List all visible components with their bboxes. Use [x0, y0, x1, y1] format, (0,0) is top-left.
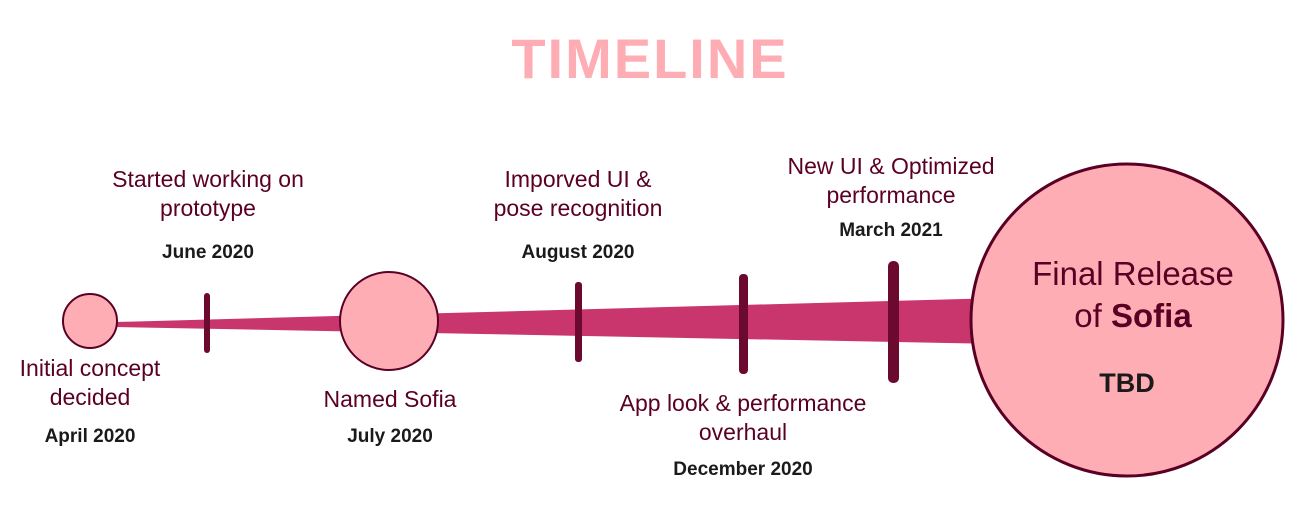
- event-label-line1: Named Sofia: [323, 386, 457, 412]
- tick-august-2020: [575, 282, 582, 362]
- event-date-december-2020: December 2020: [673, 459, 813, 480]
- event-date-april-2020: April 2020: [44, 426, 136, 447]
- tick-march-2021: [888, 261, 899, 383]
- event-label-line1: App look & performance: [619, 390, 867, 416]
- event-label-line2: overhaul: [698, 419, 788, 445]
- tick-june-2020: [204, 293, 210, 353]
- event-label-line1: New UI & Optimized: [787, 153, 995, 179]
- milestone-circle-start: [62, 293, 118, 349]
- event-label-line2: performance: [826, 182, 956, 208]
- event-label-prototype: Started working on prototype: [88, 165, 328, 223]
- timeline-band: [116, 298, 1000, 344]
- milestone-circle-named-sofia: [339, 271, 439, 371]
- event-date-july-2020: July 2020: [347, 426, 433, 447]
- event-label-line2: prototype: [160, 195, 256, 221]
- event-date-august-2020: August 2020: [521, 242, 635, 263]
- event-label-initial-concept: Initial concept decided: [0, 354, 190, 412]
- final-release-line1: Final Release: [1032, 255, 1234, 292]
- event-date-march-2021: March 2021: [839, 220, 943, 241]
- final-release-date: TBD: [1099, 368, 1155, 398]
- event-label-improved-ui: Imporved UI & pose recognition: [458, 165, 698, 223]
- final-release-circle: [969, 162, 1285, 478]
- final-release-line2: of Sofia: [1000, 295, 1266, 337]
- final-release-prefix: of: [1074, 297, 1111, 334]
- final-release-product-name: Sofia: [1111, 297, 1192, 334]
- event-label-new-ui: New UI & Optimized performance: [761, 152, 1021, 210]
- event-label-line2: pose recognition: [493, 195, 663, 221]
- event-label-line2: decided: [49, 384, 131, 410]
- page-title: TIMELINE: [511, 27, 789, 90]
- tick-december-2020: [739, 274, 748, 374]
- final-release-title: Final Release of Sofia: [1000, 253, 1266, 337]
- event-label-line1: Initial concept: [19, 355, 161, 381]
- event-date-june-2020: June 2020: [162, 242, 254, 263]
- event-label-named-sofia: Named Sofia: [290, 385, 490, 414]
- event-label-overhaul: App look & performance overhaul: [593, 389, 893, 447]
- event-label-line1: Imporved UI &: [504, 166, 652, 192]
- event-label-line1: Started working on: [112, 166, 304, 192]
